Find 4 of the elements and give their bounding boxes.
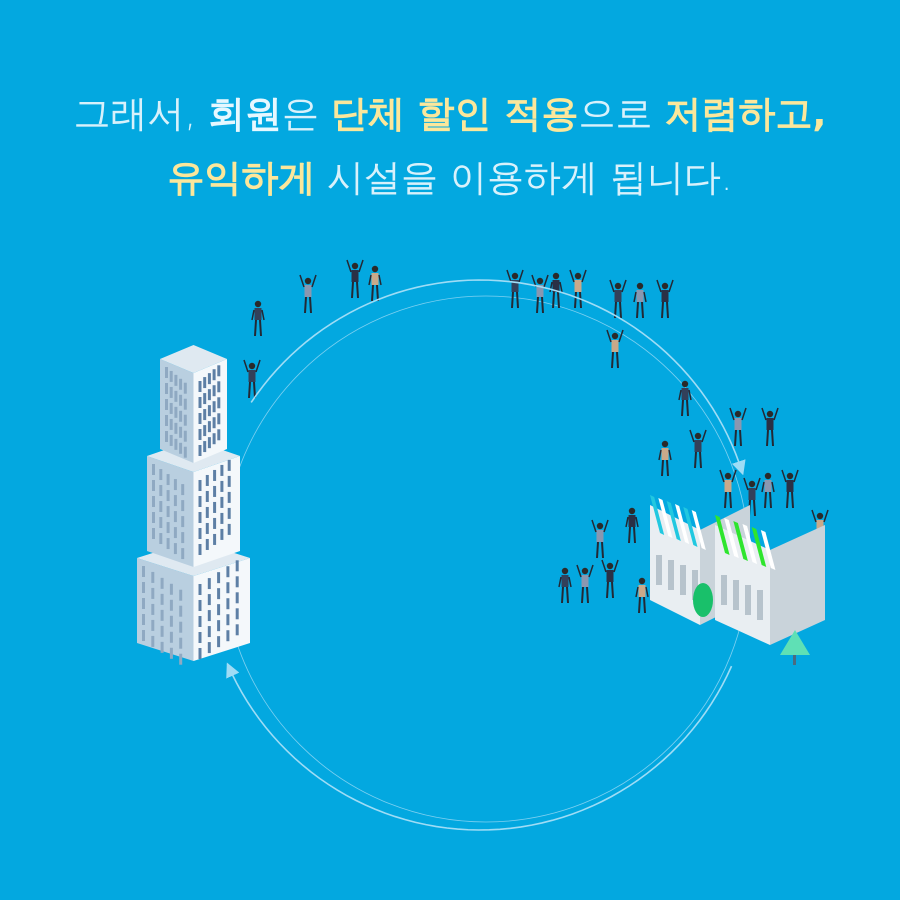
arrow <box>226 662 732 831</box>
title: 그래서, 회원은 단체 할인 적용으로 저렴하고, 유익하게 시설을 이용하게 됩니다. <box>72 91 828 201</box>
building-drawing <box>137 345 250 662</box>
arrow <box>250 279 746 476</box>
